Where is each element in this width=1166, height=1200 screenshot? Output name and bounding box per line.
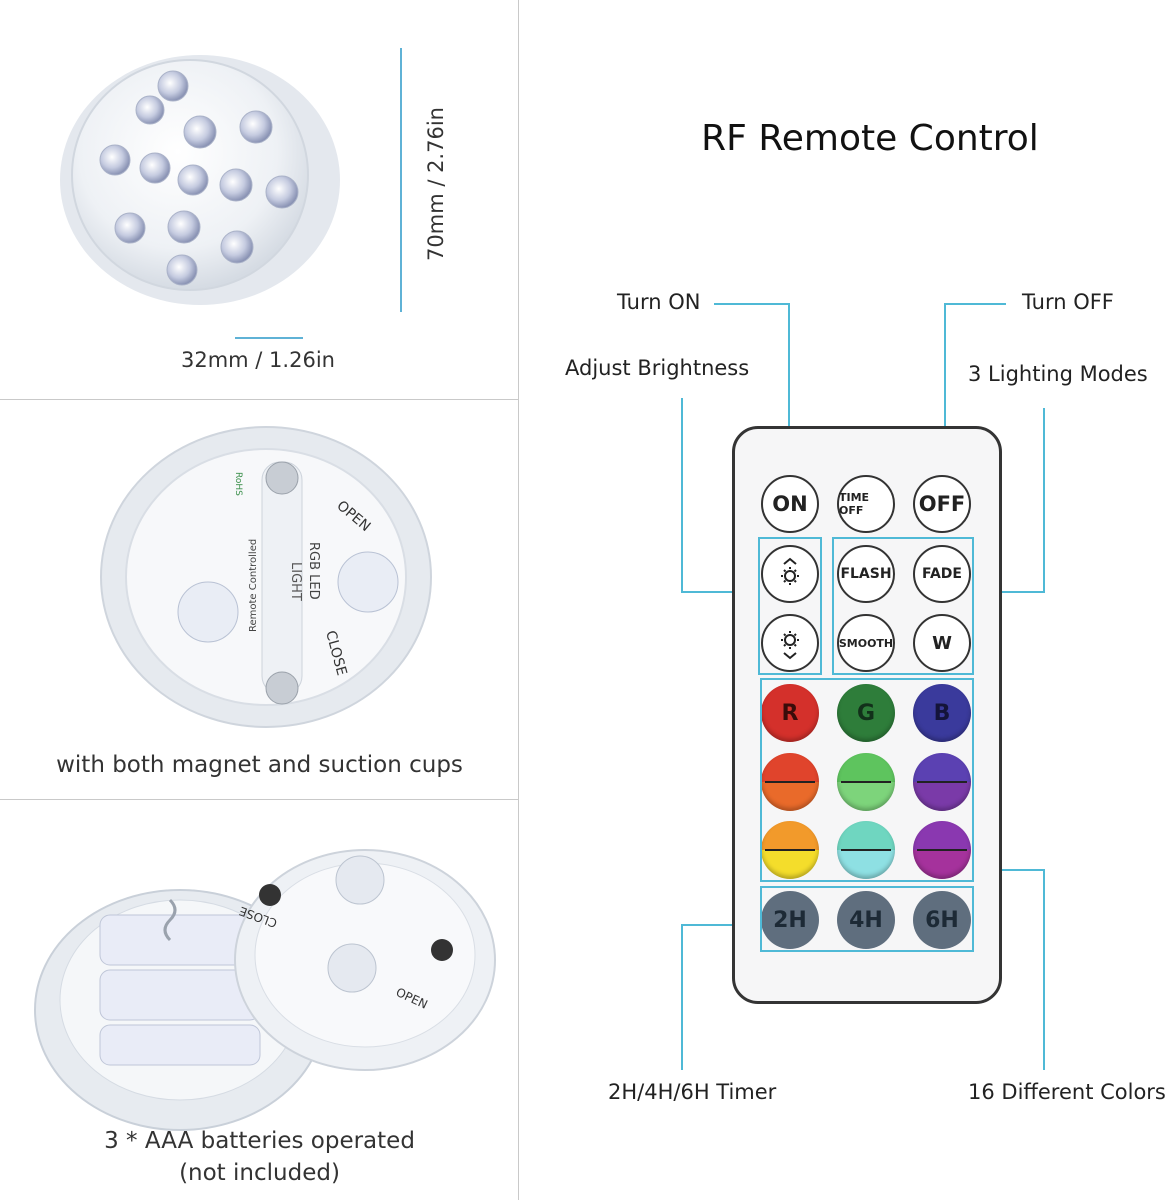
red-button[interactable]: R <box>761 684 819 742</box>
width-label: 32mm / 1.26in <box>181 348 335 372</box>
callout-line <box>944 303 946 476</box>
blue-button-label: B <box>933 700 951 726</box>
width-dimension-line <box>235 337 303 339</box>
sun-up-icon <box>781 557 799 585</box>
stripe <box>765 781 815 783</box>
stripe <box>765 849 815 851</box>
callout-line <box>1043 408 1045 593</box>
colors-highlight-box <box>760 678 974 882</box>
label-timer: 2H/4H/6H Timer <box>608 1080 777 1104</box>
on-button-label: ON <box>772 492 808 516</box>
label-colors: 16 Different Colors <box>968 1080 1166 1104</box>
w-button-label: W <box>932 632 952 654</box>
battery-panel: OPEN CLOSE 3 * AAA batteries operated (n… <box>0 800 519 1200</box>
timer-4h-button[interactable]: 4H <box>837 891 895 949</box>
battery-caption-line2: (not included) <box>179 1160 340 1186</box>
color-button-orange-red[interactable] <box>761 753 819 811</box>
brightness-up-button[interactable] <box>761 545 819 603</box>
color-button-indigo[interactable] <box>913 753 971 811</box>
sun-down-icon <box>781 631 799 660</box>
fade-button-label: FADE <box>922 566 962 582</box>
color-button-purple[interactable] <box>913 821 971 879</box>
callout-line <box>681 924 683 1070</box>
stripe <box>917 781 967 783</box>
rohs-print: RoHS <box>233 472 243 496</box>
flash-button-label: FLASH <box>840 566 892 582</box>
led-light-front-image <box>60 55 340 305</box>
callout-line <box>681 924 761 926</box>
label-turn-on: Turn ON <box>617 290 701 314</box>
on-button[interactable]: ON <box>761 475 819 533</box>
modes-highlight-box <box>832 537 974 675</box>
smooth-button[interactable]: SMOOTH <box>837 614 895 672</box>
light-print: LIGHT <box>288 562 303 601</box>
callout-line <box>973 591 1045 593</box>
color-button-cyan[interactable] <box>837 821 895 879</box>
height-label: 70mm / 2.76in <box>424 107 448 261</box>
rgb-led-print: RGB LED <box>306 542 321 600</box>
timer-6h-button[interactable]: 6H <box>913 891 971 949</box>
height-dimension-line <box>400 48 402 312</box>
magnet-caption: with both magnet and suction cups <box>56 752 463 778</box>
off-button-label: OFF <box>918 492 966 516</box>
w-button[interactable]: W <box>913 614 971 672</box>
timer-4h-label: 4H <box>849 907 883 933</box>
label-lighting-modes: 3 Lighting Modes <box>968 362 1148 386</box>
green-button-label: G <box>856 700 876 726</box>
timer-highlight-box <box>760 886 974 952</box>
red-button-label: R <box>781 700 799 726</box>
stripe <box>917 849 967 851</box>
callout-line <box>714 303 790 305</box>
blue-button[interactable]: B <box>913 684 971 742</box>
timer-2h-button[interactable]: 2H <box>761 891 819 949</box>
stripe <box>841 849 891 851</box>
brightness-highlight-box <box>758 537 822 675</box>
stripe <box>841 781 891 783</box>
product-dimension-panel: 70mm / 2.76in 32mm / 1.26in <box>0 0 519 400</box>
remote-controlled-print: Remote Controlled <box>248 539 259 632</box>
brightness-down-button[interactable] <box>761 614 819 672</box>
label-adjust-brightness: Adjust Brightness <box>565 356 750 380</box>
battery-compartment-image: OPEN CLOSE <box>34 849 496 1131</box>
label-turn-off: Turn OFF <box>1022 290 1114 314</box>
callout-line <box>973 869 1045 871</box>
time-off-button-label: TIME OFF <box>839 491 870 517</box>
color-button-yellow-orange[interactable] <box>761 821 819 879</box>
callout-line <box>681 591 761 593</box>
led-light-back-image: OPEN CLOSE Remote Controlled RGB LED LIG… <box>100 426 432 728</box>
flash-button[interactable]: FLASH <box>837 545 895 603</box>
page-title: RF Remote Control <box>701 118 1039 159</box>
callout-line <box>681 398 683 592</box>
time-off-button[interactable]: TIME OFF <box>837 475 895 533</box>
magnet-suction-panel: OPEN CLOSE Remote Controlled RGB LED LIG… <box>0 400 519 800</box>
timer-2h-label: 2H <box>773 907 807 933</box>
callout-line <box>788 303 790 476</box>
timer-6h-label: 6H <box>925 907 959 933</box>
green-button[interactable]: G <box>837 684 895 742</box>
battery-caption-line1: 3 * AAA batteries operated <box>104 1128 415 1154</box>
callout-line <box>1043 869 1045 1070</box>
callout-line <box>944 303 1006 305</box>
fade-button[interactable]: FADE <box>913 545 971 603</box>
smooth-button-label: SMOOTH <box>838 636 894 650</box>
off-button[interactable]: OFF <box>913 475 971 533</box>
color-button-light-green[interactable] <box>837 753 895 811</box>
